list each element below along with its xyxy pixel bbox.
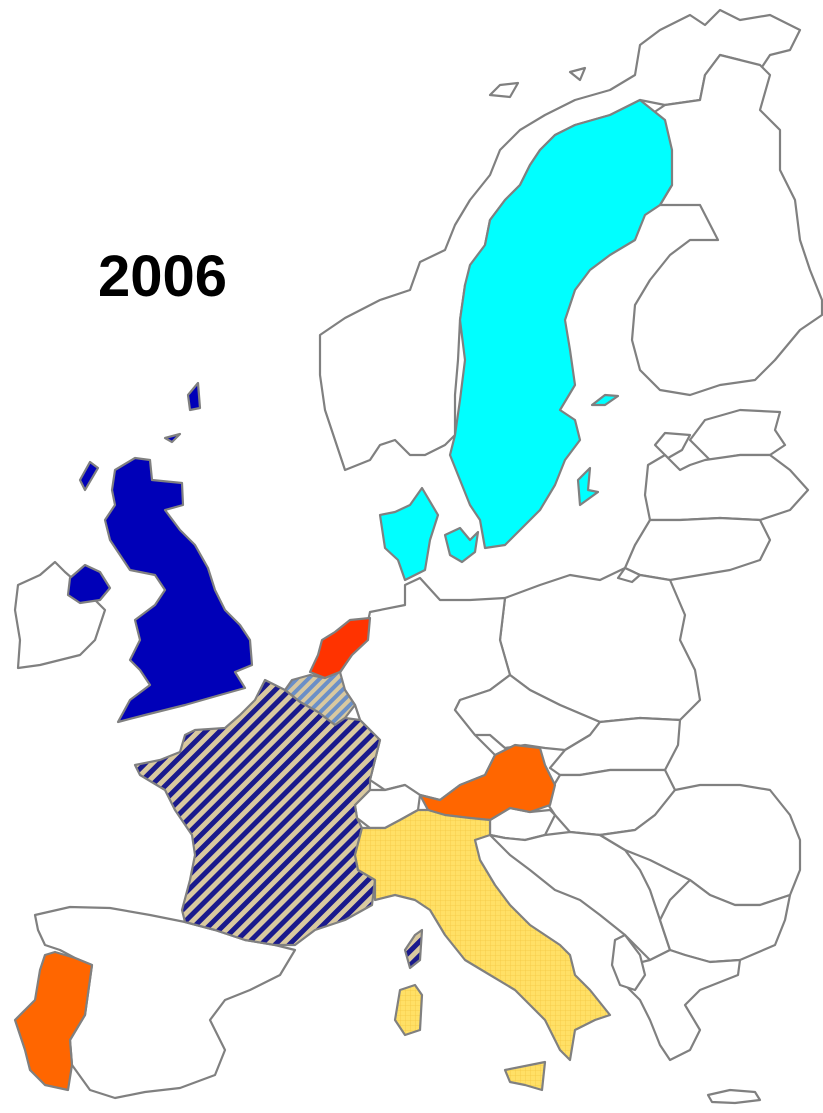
- country-france: [133, 678, 382, 947]
- year-label: 2006: [98, 244, 228, 309]
- country-united-kingdom: [103, 456, 254, 724]
- country-serbia: [598, 783, 802, 907]
- island-crete: [706, 1088, 762, 1105]
- island-corsica: [403, 928, 424, 970]
- country-latvia: [643, 453, 810, 522]
- country-italy: [353, 808, 612, 1062]
- island-zealand: [443, 526, 480, 564]
- island-oland: [590, 393, 620, 407]
- country-finland: [630, 53, 823, 397]
- island-estonia: [653, 431, 692, 460]
- country-denmark: [378, 486, 440, 582]
- country-estonia: [688, 408, 787, 462]
- region-kaliningrad: [616, 566, 642, 584]
- country-lithuania: [623, 516, 772, 582]
- country-portugal: [13, 950, 94, 1092]
- country-albania: [610, 933, 647, 992]
- island-north-2: [568, 66, 587, 82]
- island-sicily: [503, 1060, 547, 1092]
- island-hebrides: [78, 460, 100, 492]
- country-bulgaria: [658, 878, 792, 964]
- island-sardinia: [393, 983, 424, 1037]
- island-north-1: [488, 81, 520, 99]
- country-sweden: [448, 98, 674, 550]
- country-greece: [623, 948, 742, 1062]
- country-northern-ireland: [66, 563, 112, 605]
- island-gotland: [576, 466, 600, 507]
- island-orkney: [163, 432, 182, 444]
- island-shetland: [186, 381, 202, 412]
- uncolored-countries: [13, 8, 823, 1105]
